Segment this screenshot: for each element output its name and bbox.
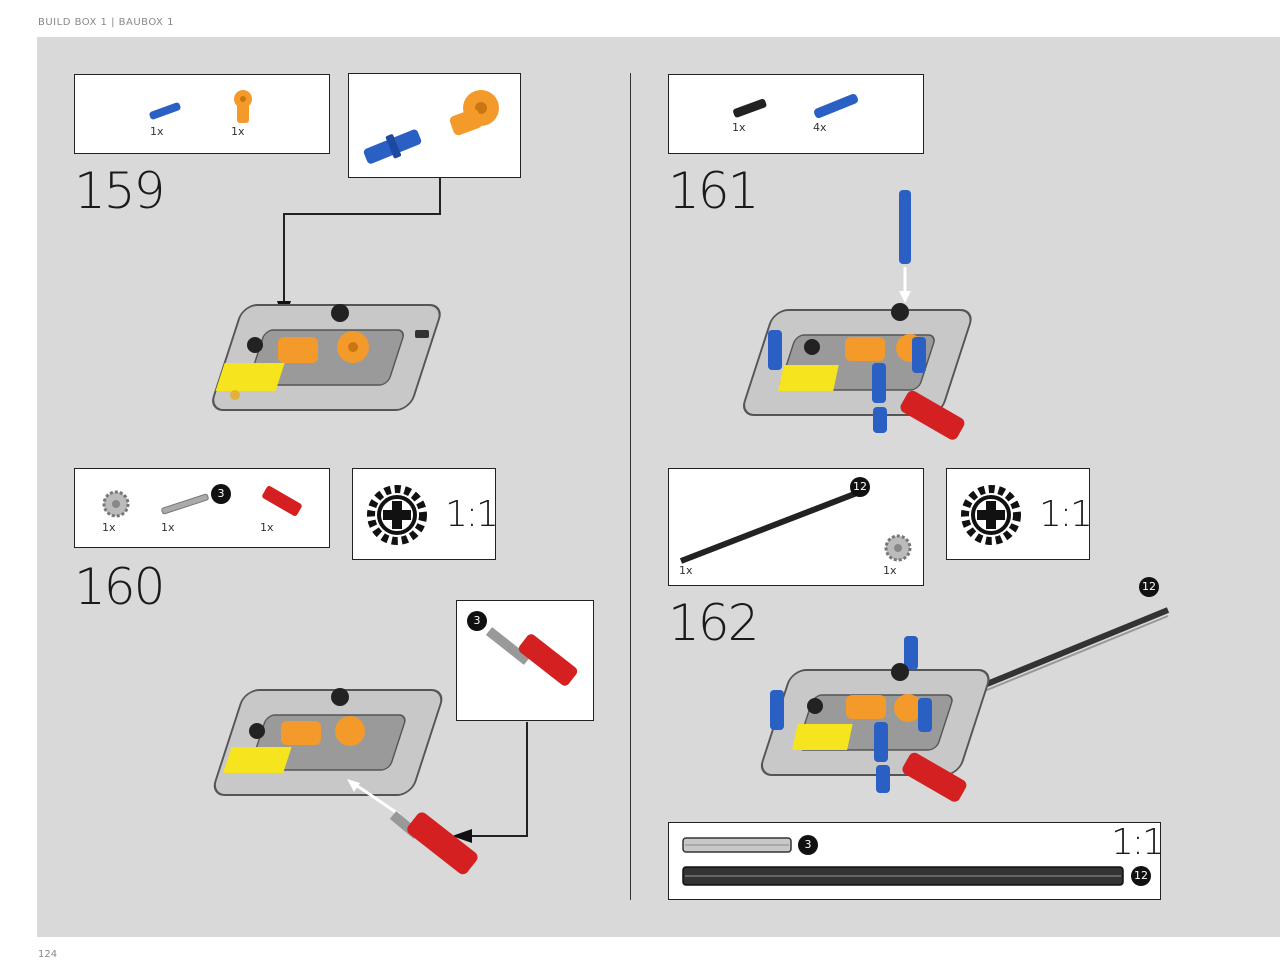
axle-size-badge: 12 bbox=[850, 477, 870, 497]
parts-list-box: 1x 4x bbox=[668, 74, 924, 154]
part-qty: 1x bbox=[161, 521, 175, 534]
callout-pointer-arrow bbox=[452, 722, 528, 843]
red-axle-connector-icon bbox=[262, 486, 302, 516]
part-qty: 1x bbox=[883, 564, 897, 577]
scale-label: 1:1 bbox=[1111, 822, 1165, 863]
step-number: 159 bbox=[74, 162, 165, 220]
gear-icon bbox=[884, 534, 912, 562]
sub-assembly-illustration bbox=[363, 90, 499, 164]
scale-label: 1:1 bbox=[445, 494, 499, 535]
page-header: BUILD BOX 1 | BAUBOX 1 bbox=[38, 17, 174, 28]
sub-assembly-callout bbox=[348, 73, 521, 178]
part-qty: 1x bbox=[102, 521, 116, 534]
blue-axle-pin-icon bbox=[814, 93, 858, 119]
column-divider bbox=[630, 73, 631, 900]
part-qty: 1x bbox=[260, 521, 274, 534]
frame-assembly-illustration bbox=[760, 607, 1170, 802]
axle-3-ruler bbox=[682, 837, 792, 853]
parts-list-box: 1x 1x bbox=[74, 74, 330, 154]
parts-list-box: 12 1x 1x bbox=[668, 468, 924, 586]
scale-label: 1:1 bbox=[1039, 494, 1093, 535]
scale-ruler-box: 3 1:1 12 bbox=[668, 822, 1165, 900]
frame-assembly-illustration bbox=[213, 688, 478, 875]
gear-scale-icon bbox=[367, 485, 427, 545]
axle-size-badge: 3 bbox=[211, 484, 231, 504]
part-qty: 1x bbox=[679, 564, 693, 577]
axle-size-badge: 12 bbox=[1131, 866, 1151, 886]
page-number: 124 bbox=[38, 949, 58, 960]
red-connector-with-axle bbox=[485, 627, 578, 686]
scale-gear-box: 1:1 bbox=[946, 468, 1093, 560]
axle-12-ruler bbox=[682, 866, 1124, 886]
step-number: 161 bbox=[668, 162, 759, 220]
gear-icon bbox=[102, 490, 130, 518]
part-qty: 1x bbox=[231, 125, 245, 138]
part-qty: 4x bbox=[813, 121, 827, 134]
frame-assembly-illustration bbox=[743, 190, 972, 440]
orange-connector-icon bbox=[234, 90, 252, 123]
blue-axle-pin-icon bbox=[149, 102, 181, 120]
part-qty: 1x bbox=[732, 121, 746, 134]
scale-gear-box: 1:1 bbox=[352, 468, 499, 560]
grey-axle-icon bbox=[161, 493, 209, 515]
parts-list-box: 1x 3 1x 1x bbox=[74, 468, 330, 548]
axle-size-badge: 12 bbox=[1139, 577, 1159, 597]
sub-assembly-callout: 3 bbox=[456, 600, 594, 721]
frame-assembly-illustration bbox=[212, 304, 441, 411]
part-qty: 1x bbox=[150, 125, 164, 138]
step-number: 162 bbox=[668, 594, 759, 652]
step-number: 160 bbox=[74, 558, 165, 616]
black-pin-icon bbox=[733, 98, 767, 118]
axle-size-badge: 3 bbox=[798, 835, 818, 855]
axle-size-badge: 3 bbox=[467, 611, 487, 631]
gear-scale-icon bbox=[961, 485, 1021, 545]
black-axle-icon bbox=[679, 490, 859, 564]
